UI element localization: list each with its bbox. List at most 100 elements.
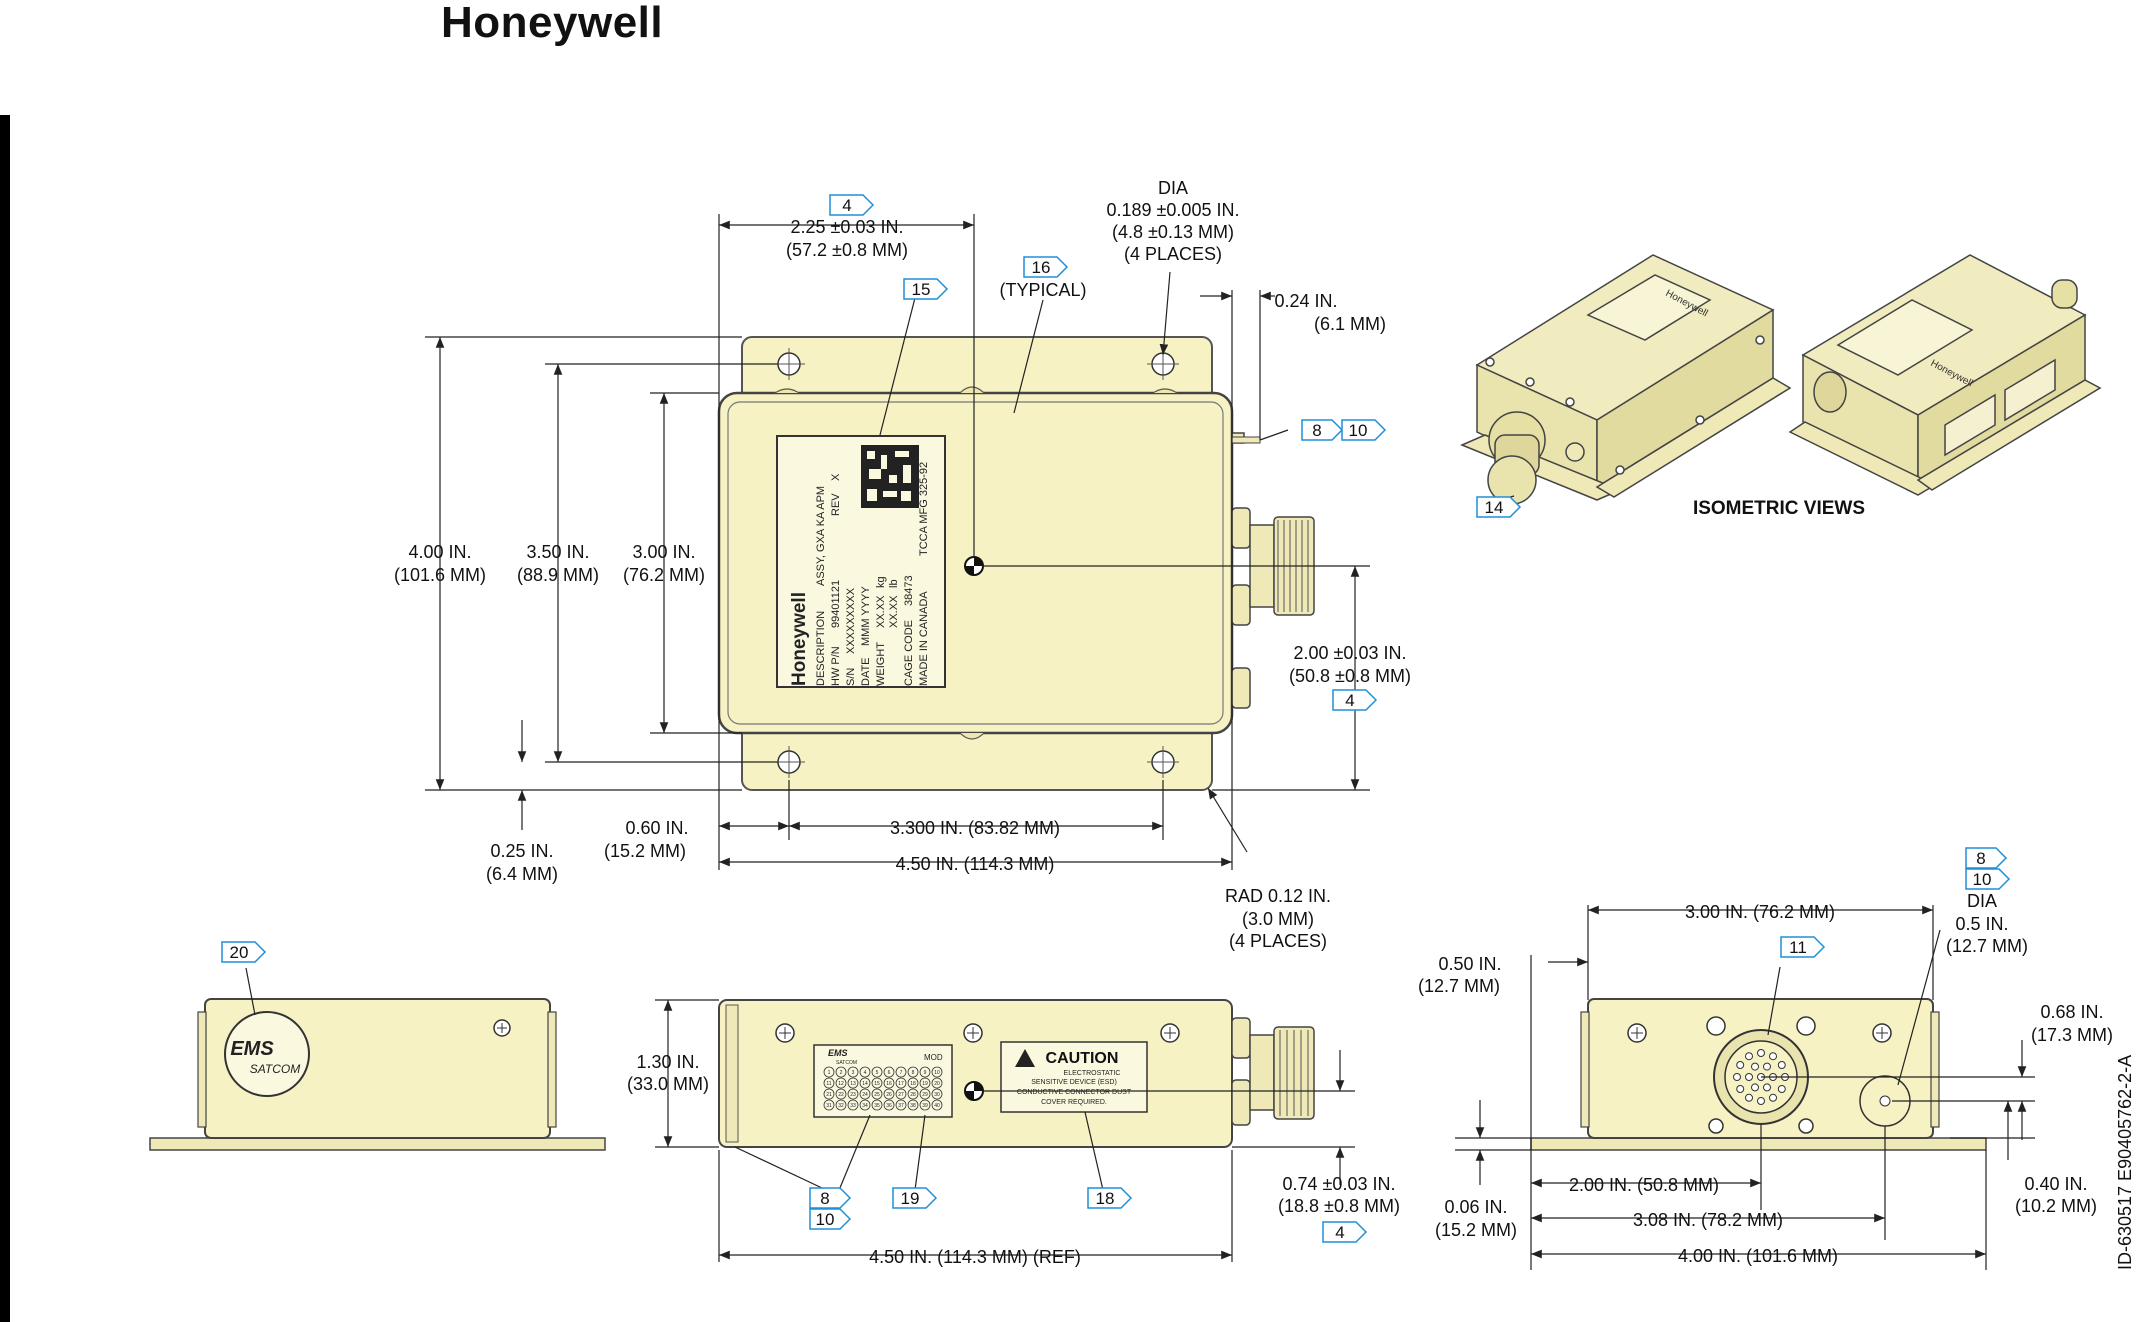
mod-number-circle	[859, 1088, 871, 1100]
svg-text:COVER REQUIRED.: COVER REQUIRED.	[1041, 1099, 1107, 1106]
dim-0-74-mm: (18.8 ±0.8 MM)	[1278, 1196, 1400, 1216]
mod-number-circle	[883, 1066, 895, 1078]
svg-text:8: 8	[820, 1189, 829, 1208]
svg-text:10: 10	[1973, 870, 1992, 889]
top-view: Honeywell DESCRIPTION ASSY, GXA KA APM H…	[394, 178, 1411, 951]
connector-pin	[1745, 1052, 1753, 1061]
dim-0-60-mm: (15.2 MM)	[604, 841, 686, 861]
end-dim-0-68-mm: (17.3 MM)	[2031, 1025, 2113, 1045]
mod-number-circle	[823, 1099, 835, 1111]
sheet-edge-bar	[0, 115, 10, 1322]
caution-label: CAUTION ELECTROSTATIC SENSITIVE DEVICE (…	[1000, 1041, 1148, 1113]
svg-text:CONDUCTIVE CONNECTOR DUST: CONDUCTIVE CONNECTOR DUST	[1017, 1089, 1132, 1096]
iso-caption: ISOMETRIC VIEWS	[1693, 498, 1865, 519]
svg-text:ELECTROSTATIC: ELECTROSTATIC	[1064, 1070, 1121, 1077]
cg-symbol	[964, 556, 984, 576]
mod-number: 8	[912, 1070, 915, 1076]
mod-number-circle	[907, 1088, 919, 1100]
mod-number-circle	[919, 1099, 931, 1111]
mod-number-circle	[859, 1066, 871, 1078]
mod-number: 37	[898, 1103, 904, 1109]
svg-text:8: 8	[1976, 849, 1985, 868]
plate-row-unit: kg	[875, 576, 887, 588]
dim-dia-holes-mm: (4.8 ±0.13 MM)	[1112, 222, 1234, 242]
end-view: 3.00 IN. (76.2 MM) 0.50 IN. (12.7 MM) DI…	[1418, 847, 2113, 1270]
mod-number-circle	[859, 1099, 871, 1111]
connector-pin	[1777, 1085, 1786, 1093]
plate-row-label: S/N	[845, 668, 857, 686]
svg-text:SATCOM: SATCOM	[250, 1062, 300, 1076]
side-view-left: EMS SATCOM 20	[149, 941, 606, 1151]
connector-pin	[1745, 1093, 1753, 1102]
mod-number: 25	[874, 1092, 880, 1098]
mod-number-circle	[907, 1077, 919, 1089]
plate-row-value: 38473	[903, 575, 915, 606]
dim-0-25-mm: (6.4 MM)	[486, 864, 558, 884]
plate-row-unit: lb	[888, 579, 900, 588]
dim-4-00: 4.00 IN.	[408, 542, 471, 562]
dim-rad-places: (4 PLACES)	[1229, 931, 1327, 951]
mod-number: 24	[862, 1092, 868, 1098]
mod-number: 7	[900, 1070, 903, 1076]
isometric-views: Honeywell Honeywell 14 ISOMETRIC VIEWS	[1460, 254, 2102, 519]
plate-row-label: DESCRIPTION	[815, 611, 827, 686]
mod-number: 14	[862, 1081, 868, 1087]
callout-8: 8	[809, 1187, 852, 1209]
iso-view-left: Honeywell	[1460, 254, 1792, 505]
connector-pin	[1777, 1061, 1786, 1069]
plate-row-value: XXXXXXXXX	[845, 587, 857, 654]
dim-0-24: 0.24 IN.	[1274, 291, 1337, 311]
mod-number: 11	[826, 1081, 831, 1087]
svg-text:EMS: EMS	[828, 1048, 848, 1058]
mod-number-circle	[871, 1066, 883, 1078]
connector-pin	[1763, 1062, 1771, 1071]
end-dim-4-00: 4.00 IN. (101.6 MM)	[1678, 1246, 1838, 1266]
mod-number: 36	[886, 1103, 892, 1109]
mod-number-circle	[931, 1066, 943, 1078]
mod-number: 34	[862, 1103, 868, 1109]
mod-number-circle	[835, 1077, 847, 1089]
dim-dia-places: (4 PLACES)	[1124, 244, 1222, 264]
callout-11: 11	[1780, 936, 1826, 958]
mod-number-circle	[919, 1066, 931, 1078]
end-dim-3-00: 3.00 IN. (76.2 MM)	[1685, 902, 1835, 922]
mod-number: 32	[838, 1103, 844, 1109]
dim-2-25-mm: (57.2 ±0.8 MM)	[786, 240, 908, 260]
mod-number: 10	[934, 1070, 940, 1076]
mod-number: 5	[876, 1070, 879, 1076]
end-dim-dia-mm: (12.7 MM)	[1946, 936, 2028, 956]
callout-10: 10	[1965, 868, 2011, 890]
dim-0-74: 0.74 ±0.03 IN.	[1283, 1174, 1396, 1194]
iso-view-right: Honeywell	[1788, 254, 2102, 496]
svg-text:16: 16	[1032, 258, 1051, 277]
callout-15: 15	[903, 278, 949, 300]
end-dim-0-50: 0.50 IN.	[1438, 954, 1501, 974]
mod-number-circle	[907, 1099, 919, 1111]
dim-3-00: 3.00 IN.	[632, 542, 695, 562]
svg-text:10: 10	[816, 1210, 835, 1229]
mod-number-circle	[823, 1077, 835, 1089]
plate-row-value: XX.XX	[888, 595, 900, 628]
mod-number: 31	[826, 1103, 832, 1109]
end-dim-0-40: 0.40 IN.	[2024, 1174, 2087, 1194]
dim-1-30: 1.30 IN.	[636, 1052, 699, 1072]
mod-number: 40	[934, 1103, 940, 1109]
plate-brand: Honeywell	[789, 592, 810, 686]
plate-row-label: REV	[830, 493, 842, 516]
plate-tcca: TCCA MFG 325-92	[918, 462, 930, 556]
mod-number-circle	[847, 1066, 859, 1078]
plate-row-label: MADE IN CANADA	[918, 591, 930, 686]
svg-text:4: 4	[842, 196, 851, 215]
mod-number-circle	[931, 1077, 943, 1089]
connector-pin	[1751, 1083, 1759, 1092]
mod-number-circle	[895, 1088, 907, 1100]
mod-number-circle	[931, 1088, 943, 1100]
end-dim-0-50-mm: (12.7 MM)	[1418, 976, 1500, 996]
mod-number-circle	[835, 1066, 847, 1078]
callout-10: 10	[809, 1208, 852, 1230]
svg-text:SATCOM: SATCOM	[836, 1060, 857, 1066]
mod-number: 21	[826, 1092, 832, 1098]
mod-number: 38	[910, 1103, 916, 1109]
